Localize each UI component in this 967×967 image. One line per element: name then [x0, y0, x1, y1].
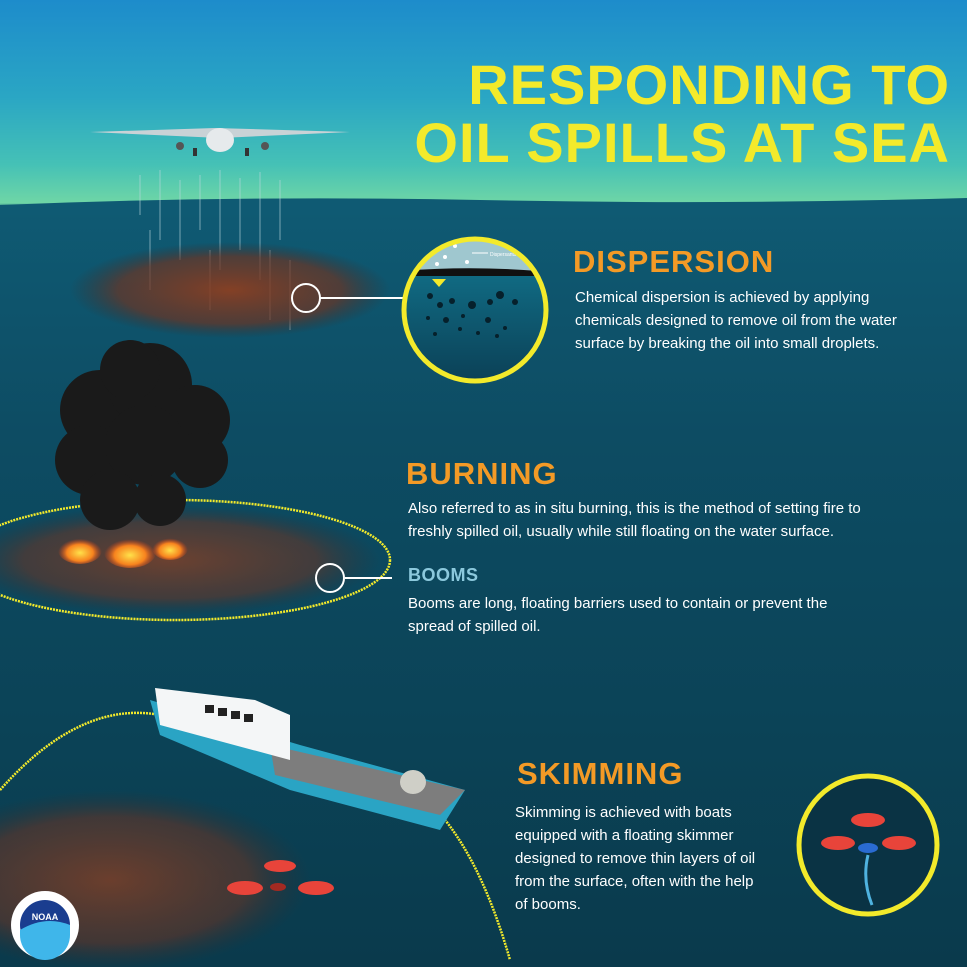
fire-icon — [58, 536, 188, 568]
noaa-logo: NOAA — [11, 891, 79, 960]
oil-slick — [0, 505, 380, 615]
boat-icon — [150, 688, 465, 830]
smoke-cloud — [55, 340, 230, 530]
skimming-heading: SKIMMING — [517, 756, 684, 791]
dispersion-text: Chemical dispersion is achieved by apply… — [575, 289, 897, 352]
noaa-logo-text: NOAA — [32, 912, 59, 922]
dispersion-inset — [405, 240, 545, 380]
horizon-wave — [0, 198, 967, 215]
boom-marker — [315, 563, 345, 593]
burning-text: Also referred to as in situ burning, thi… — [408, 500, 861, 540]
skimmer-discs — [227, 860, 334, 895]
oil-slick — [70, 242, 390, 338]
burning-heading: BURNING — [406, 456, 558, 491]
title-line-1: RESPONDING TO — [468, 53, 950, 116]
arrow-down-icon — [432, 279, 446, 287]
dispersion-heading: DISPERSION — [573, 244, 775, 279]
booms-text: Booms are long, floating barriers used t… — [408, 595, 828, 635]
booms-heading: BOOMS — [408, 565, 479, 585]
dispersion-inset-ring — [401, 236, 549, 384]
skimming-inset-ring — [796, 773, 940, 917]
airplane-icon — [90, 128, 350, 156]
skimming-inset — [800, 777, 936, 913]
dispersants-label: Dispersants — [490, 252, 517, 258]
page-title: RESPONDING TO OIL SPILLS AT SEA — [360, 56, 950, 172]
boom-line — [0, 711, 512, 961]
skimming-text: Skimming is achieved with boats equipped… — [515, 804, 756, 913]
title-line-2: OIL SPILLS AT SEA — [414, 111, 950, 174]
